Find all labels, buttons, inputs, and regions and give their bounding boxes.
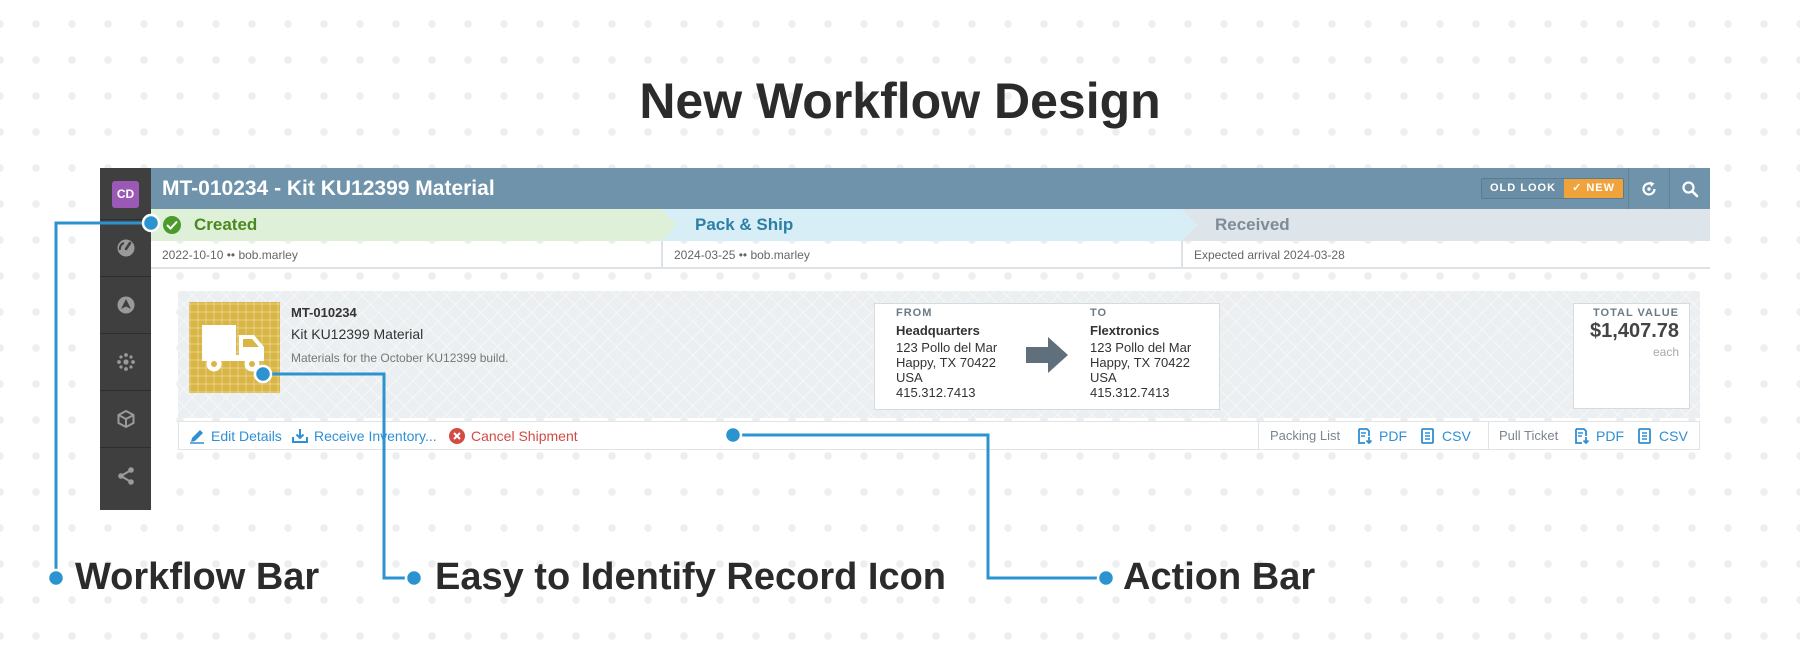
csv-file-icon: [1421, 427, 1434, 444]
look-toggle[interactable]: OLD LOOK ✓ NEW: [1481, 178, 1624, 199]
to-phone: 415.312.7413: [1090, 385, 1170, 400]
action-bar: Edit Details Receive Inventory... Cancel…: [178, 421, 1700, 450]
box-icon: [117, 409, 134, 429]
pull-ticket-pdf-button[interactable]: PDF: [1574, 422, 1624, 449]
workflow-details: 2022-10-10 •• bob.marley 2024-03-25 •• b…: [151, 241, 1710, 269]
route-from: FROM Headquarters 123 Pollo del Mar Happ…: [896, 306, 997, 400]
workflow-step-label: Pack & Ship: [695, 215, 794, 234]
speedometer-icon: [117, 239, 134, 257]
arrow-right-icon: [1026, 337, 1068, 373]
from-label: FROM: [896, 307, 933, 319]
network-icon: [116, 353, 135, 371]
from-phone: 415.312.7413: [896, 385, 976, 400]
callout-workflow-bar: Workflow Bar: [75, 556, 320, 598]
csv-file-icon: [1638, 427, 1651, 444]
left-rail: CD: [100, 168, 151, 510]
share-icon: [117, 467, 134, 485]
truck-icon: [202, 325, 264, 372]
refresh-icon: [1642, 181, 1656, 195]
callout-dot: [404, 568, 424, 588]
rail-item-navigation[interactable]: [100, 276, 151, 333]
pull-ticket-label: Pull Ticket: [1499, 428, 1559, 443]
packing-list-label: Packing List: [1270, 428, 1341, 443]
record-title: MT-010234 - Kit KU12399 Material: [162, 177, 495, 200]
workflow-detail-created: 2022-10-10 •• bob.marley: [162, 248, 298, 262]
record-summary-card: MT-010234 Kit KU12399 Material Materials…: [178, 291, 1700, 418]
workflow-step-label: Created: [194, 215, 258, 234]
pull-ticket-csv-button[interactable]: CSV: [1637, 422, 1688, 449]
total-value-amount: $1,407.78: [1590, 320, 1679, 342]
to-label: TO: [1090, 307, 1108, 319]
to-city: Happy, TX 70422: [1090, 355, 1190, 370]
navigation-icon: [117, 296, 134, 314]
to-country: USA: [1090, 370, 1117, 385]
callout-dot: [46, 568, 66, 588]
action-divider: [1258, 422, 1259, 449]
receive-inventory-button[interactable]: Receive Inventory...: [292, 422, 437, 449]
packing-list-csv-button[interactable]: CSV: [1420, 422, 1471, 449]
rail-item-share[interactable]: [100, 447, 151, 504]
from-country: USA: [896, 370, 923, 385]
to-street: 123 Pollo del Mar: [1090, 340, 1192, 355]
action-divider: [1488, 422, 1489, 449]
callout-dot: [1096, 568, 1116, 588]
pdf-download-icon: [1575, 427, 1590, 444]
search-button[interactable]: [1669, 168, 1710, 209]
refresh-button[interactable]: [1628, 168, 1669, 209]
callout-record-icon: Easy to Identify Record Icon: [435, 556, 946, 598]
user-avatar-badge[interactable]: CD: [112, 181, 139, 208]
new-look-option[interactable]: ✓ NEW: [1564, 179, 1623, 198]
old-look-option[interactable]: OLD LOOK: [1482, 179, 1565, 198]
workflow-bar: Created Pack & Ship Received: [151, 209, 1710, 241]
callout-action-bar: Action Bar: [1123, 556, 1316, 598]
record-header: MT-010234 - Kit KU12399 Material OLD LOO…: [151, 168, 1710, 209]
total-value-box: TOTAL VALUE $1,407.78 each: [1573, 303, 1690, 409]
workflow-detail-pack-ship: 2024-03-25 •• bob.marley: [661, 241, 1181, 267]
from-name[interactable]: Headquarters: [896, 323, 980, 338]
record-id: MT-010234: [291, 305, 357, 320]
check-circle-icon: [163, 216, 181, 234]
total-value-unit: each: [1652, 345, 1679, 359]
rail-item-dashboard[interactable]: [100, 219, 151, 276]
to-name[interactable]: Flextronics: [1090, 323, 1160, 338]
workflow-detail-received: Expected arrival 2024-03-28: [1181, 241, 1710, 267]
workflow-step-created[interactable]: Created: [151, 209, 677, 241]
packing-list-pdf-button[interactable]: PDF: [1357, 422, 1407, 449]
search-icon: [1682, 180, 1699, 197]
record-description: Materials for the October KU12399 build.: [291, 351, 509, 365]
pdf-download-icon: [1358, 427, 1373, 444]
route-box: FROM Headquarters 123 Pollo del Mar Happ…: [874, 303, 1220, 410]
edit-details-button[interactable]: Edit Details: [189, 422, 282, 449]
total-value-label: TOTAL VALUE: [1593, 307, 1679, 319]
workflow-step-pack-ship[interactable]: Pack & Ship: [661, 209, 1197, 241]
workflow-step-label: Received: [1215, 215, 1290, 234]
cancel-circle-icon: [449, 427, 465, 444]
pencil-icon: [190, 429, 204, 444]
rail-item-network[interactable]: [100, 333, 151, 390]
workflow-step-received[interactable]: Received: [1181, 209, 1710, 241]
page-title: New Workflow Design: [639, 73, 1161, 129]
from-street: 123 Pollo del Mar: [896, 340, 998, 355]
rail-item-inventory[interactable]: [100, 390, 151, 447]
cancel-shipment-button[interactable]: Cancel Shipment: [449, 422, 578, 449]
route-to: TO Flextronics 123 Pollo del Mar Happy, …: [1090, 306, 1191, 400]
record-icon: [189, 302, 280, 393]
from-city: Happy, TX 70422: [896, 355, 996, 370]
record-name: Kit KU12399 Material: [291, 326, 424, 342]
download-tray-icon: [292, 428, 308, 443]
